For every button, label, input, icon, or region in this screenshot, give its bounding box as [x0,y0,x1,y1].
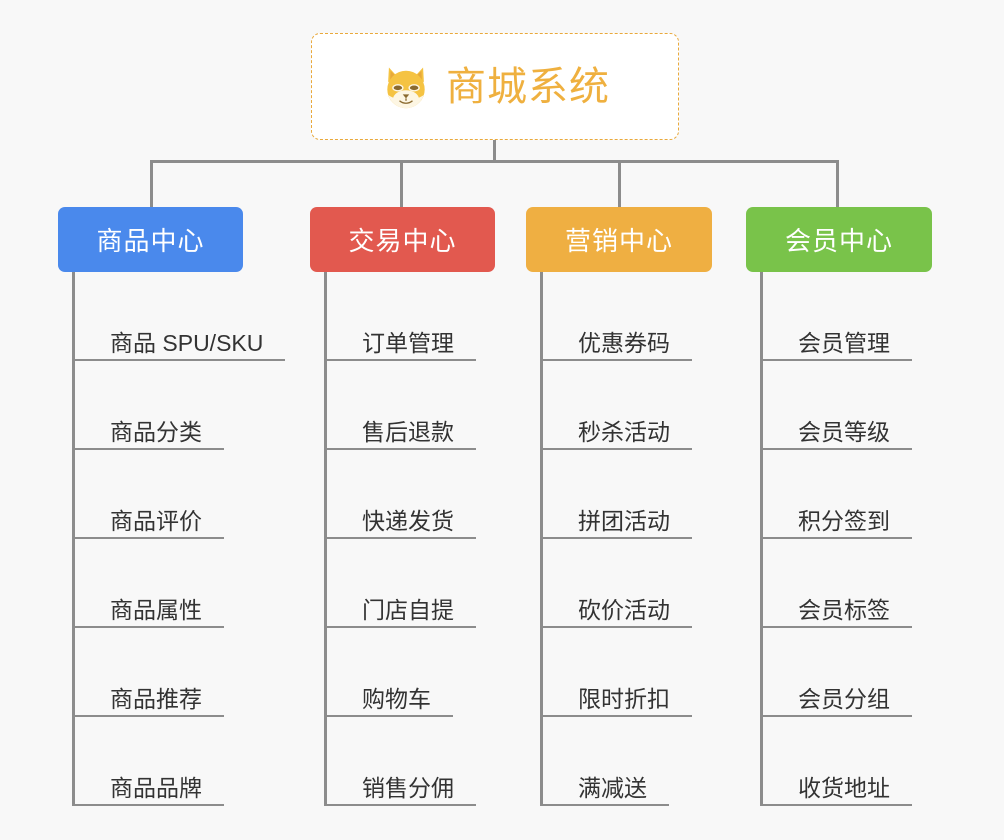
category-header-label: 会员中心 [784,226,893,256]
list-item[interactable]: 会员标签 [760,539,932,628]
leaf-underline [760,715,912,717]
list-item[interactable]: 销售分佣 [324,717,495,806]
category-header-label: 交易中心 [348,226,457,256]
list-item[interactable]: 会员分组 [760,628,932,717]
list-item-label: 会员标签 [798,597,890,623]
list-item-label: 满减送 [578,775,647,801]
leaf-list-product: 商品 SPU/SKU 商品分类 商品评价 商品属性 商品推荐 商品品牌 [72,272,285,806]
list-item-label: 优惠券码 [578,330,670,356]
list-item-label: 商品分类 [110,419,202,445]
connector-stem [493,140,496,163]
leaf-underline [540,537,692,539]
list-item[interactable]: 秒杀活动 [540,361,712,450]
list-item[interactable]: 门店自提 [324,539,495,628]
leaf-list-member: 会员管理 会员等级 积分签到 会员标签 会员分组 收货地址 [760,272,932,806]
list-item[interactable]: 商品属性 [72,539,285,628]
list-item[interactable]: 会员等级 [760,361,932,450]
category-column-marketing: 营销中心 优惠券码 秒杀活动 拼团活动 砍价活动 限时折扣 [526,207,712,806]
leaf-underline [540,359,692,361]
list-item-label: 门店自提 [362,597,454,623]
shiba-dog-face-icon [380,61,432,113]
category-header-trade[interactable]: 交易中心 [310,207,495,272]
list-item-label: 秒杀活动 [578,419,670,445]
list-item[interactable]: 商品 SPU/SKU [72,272,285,361]
leaf-underline [760,537,912,539]
leaf-underline [324,537,476,539]
leaf-underline [540,715,692,717]
list-item[interactable]: 售后退款 [324,361,495,450]
list-item[interactable]: 限时折扣 [540,628,712,717]
list-item-label: 商品评价 [110,508,202,534]
list-item[interactable]: 商品评价 [72,450,285,539]
leaf-underline [540,448,692,450]
list-item-label: 砍价活动 [578,597,670,623]
list-item-label: 购物车 [362,686,431,712]
list-item[interactable]: 拼团活动 [540,450,712,539]
list-item-label: 商品属性 [110,597,202,623]
list-item[interactable]: 收货地址 [760,717,932,806]
category-header-label: 营销中心 [564,226,673,256]
list-item[interactable]: 购物车 [324,628,495,717]
list-item[interactable]: 商品推荐 [72,628,285,717]
list-item-label: 销售分佣 [362,775,454,801]
connector-horizontal-bar [150,160,838,163]
leaf-underline [540,804,669,806]
leaf-underline [760,448,912,450]
leaf-underline [72,359,285,361]
list-item[interactable]: 商品分类 [72,361,285,450]
category-header-marketing[interactable]: 营销中心 [526,207,712,272]
list-item[interactable]: 积分签到 [760,450,932,539]
root-node[interactable]: 商城系统 [311,33,679,140]
leaf-list-marketing: 优惠券码 秒杀活动 拼团活动 砍价活动 限时折扣 满减送 [540,272,712,806]
leaf-underline [760,359,912,361]
leaf-underline [760,804,912,806]
connector-drop-1 [150,160,153,208]
list-item-label: 会员分组 [798,686,890,712]
category-header-label: 商品中心 [96,226,205,256]
category-column-product: 商品中心 商品 SPU/SKU 商品分类 商品评价 商品属性 商品推荐 [58,207,285,806]
leaf-underline [324,359,476,361]
leaf-underline [324,626,476,628]
list-item[interactable]: 订单管理 [324,272,495,361]
list-item-label: 商品品牌 [110,775,202,801]
leaf-underline [324,804,476,806]
leaf-underline [540,626,692,628]
list-item-label: 商品 SPU/SKU [110,330,264,356]
list-item-label: 售后退款 [362,419,454,445]
category-column-member: 会员中心 会员管理 会员等级 积分签到 会员标签 会员分组 [746,207,932,806]
leaf-underline [72,804,224,806]
connector-drop-3 [618,160,621,208]
list-item-label: 订单管理 [362,330,454,356]
list-item[interactable]: 会员管理 [760,272,932,361]
leaf-underline [72,626,224,628]
leaf-underline [72,715,224,717]
leaf-underline [760,626,912,628]
list-item[interactable]: 砍价活动 [540,539,712,628]
list-item-label: 商品推荐 [110,686,202,712]
category-header-product[interactable]: 商品中心 [58,207,243,272]
list-item[interactable]: 满减送 [540,717,712,806]
list-item-label: 会员等级 [798,419,890,445]
leaf-underline [324,448,476,450]
list-item-label: 会员管理 [798,330,890,356]
list-item-label: 拼团活动 [578,508,670,534]
leaf-underline [72,448,224,450]
category-column-trade: 交易中心 订单管理 售后退款 快递发货 门店自提 购物车 [310,207,495,806]
root-title: 商城系统 [446,64,610,109]
list-item-label: 积分签到 [798,508,890,534]
list-item[interactable]: 商品品牌 [72,717,285,806]
list-item[interactable]: 快递发货 [324,450,495,539]
category-header-member[interactable]: 会员中心 [746,207,932,272]
connector-drop-2 [400,160,403,208]
list-item-label: 限时折扣 [578,686,670,712]
leaf-underline [324,715,453,717]
leaf-list-trade: 订单管理 售后退款 快递发货 门店自提 购物车 销售分佣 [324,272,495,806]
list-item[interactable]: 优惠券码 [540,272,712,361]
list-item-label: 快递发货 [362,508,454,534]
list-item-label: 收货地址 [798,775,890,801]
connector-drop-4 [836,160,839,208]
leaf-underline [72,537,224,539]
